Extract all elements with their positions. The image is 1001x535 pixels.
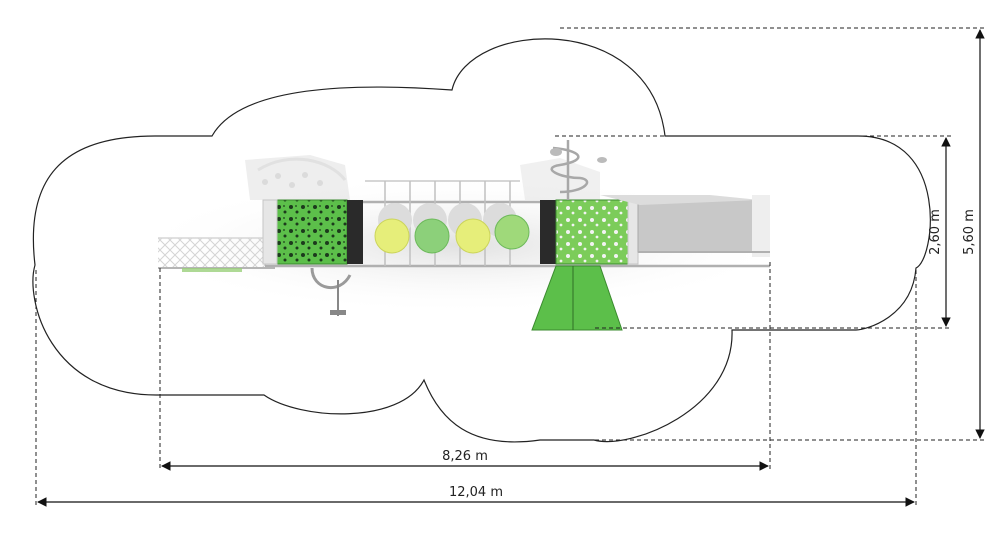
right-tower [531, 140, 639, 331]
climbing-net [158, 237, 275, 272]
climbing-ramp [531, 265, 623, 331]
dimension-arrows [37, 29, 985, 507]
disc-green [414, 218, 450, 254]
total-length-label: 12,04 m [449, 485, 503, 500]
disc-yellow [455, 218, 491, 254]
disc-green [494, 214, 530, 250]
total-width-label: 5,60 m [962, 209, 977, 255]
left-tower [262, 199, 363, 316]
equipment-width-label: 2,60 m [928, 209, 943, 255]
faded-background-structure [245, 155, 600, 200]
bridge-discs [374, 203, 530, 254]
slide [600, 195, 770, 257]
spiral-climber [550, 140, 607, 200]
equipment-length-label: 8,26 m [442, 449, 488, 464]
safety-zone-outline [32, 38, 931, 443]
dimension-extension-lines [35, 27, 985, 508]
disc-yellow [374, 218, 410, 254]
